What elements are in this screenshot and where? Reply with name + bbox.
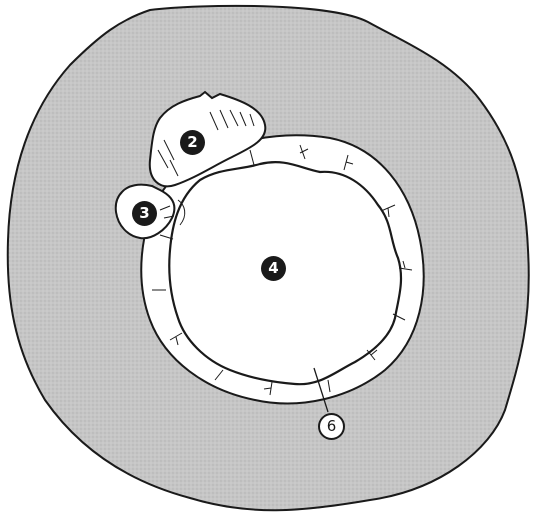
marker-4: 4	[261, 256, 286, 281]
marker-6: 6	[318, 413, 345, 440]
vessel-lumen	[169, 162, 401, 384]
marker-3: 3	[132, 201, 157, 226]
marker-2: 2	[180, 130, 205, 155]
